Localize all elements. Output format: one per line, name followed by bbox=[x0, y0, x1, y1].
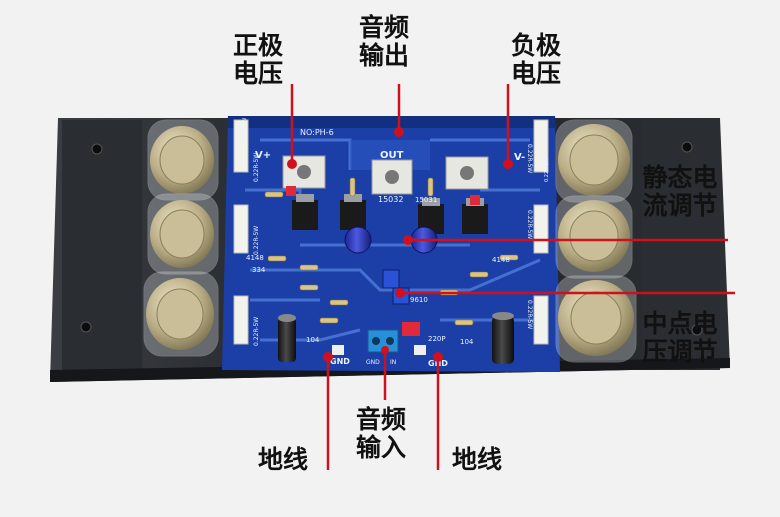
part-334-label: 334 bbox=[252, 266, 266, 274]
small-resistors bbox=[264, 177, 519, 326]
resistor-label-left-mid: 0.22R-5W bbox=[253, 226, 260, 255]
callout-midpoint-voltage: 中点电 压调节 bbox=[642, 309, 718, 366]
gnd-left-label: GND bbox=[330, 357, 350, 366]
resistor-label-top-left: 0.22R-5W bbox=[242, 118, 248, 142]
resistor-label-right-mid: 0.22R-5W bbox=[526, 210, 533, 239]
resistor-label-right-top: 0.22R-5W bbox=[526, 144, 533, 173]
resistor-label-right-bottom: 0.22R-5W bbox=[526, 300, 533, 329]
power-transistors-right bbox=[555, 119, 637, 363]
part-4148-right-label: 4148 bbox=[492, 256, 510, 264]
power-transistors-left bbox=[143, 119, 219, 357]
callout-negative-voltage: 负极 电压 bbox=[510, 31, 561, 88]
screw-hole-icon bbox=[691, 324, 703, 336]
part-9610-label: 9610 bbox=[410, 296, 428, 304]
to3-metal-can-transistor-icon bbox=[143, 271, 219, 357]
electrolytic-capacitor-icon bbox=[278, 318, 296, 362]
input-in-label: IN bbox=[390, 359, 396, 366]
callout-quiescent-current: 静态电 流调节 bbox=[642, 163, 718, 220]
to3-metal-can-transistor-icon bbox=[555, 195, 633, 279]
v-plus-label: V+ bbox=[255, 150, 271, 161]
electrolytic-capacitor-icon bbox=[492, 316, 514, 364]
part-220p-label: 220P bbox=[428, 335, 446, 343]
silkscreen-labels: NO:PH-6 OUT V+ V- 15032 15031 9610 220P … bbox=[242, 118, 550, 368]
part-104-right-label: 104 bbox=[460, 338, 474, 346]
to3-metal-can-transistor-icon bbox=[555, 275, 637, 363]
terminal-blocks bbox=[282, 155, 489, 353]
resistor-label-top-right: 0.22R-5W bbox=[544, 158, 550, 182]
v-minus-label: V- bbox=[514, 152, 525, 163]
mounting-holes bbox=[80, 141, 703, 336]
resistor-label-left-top: 0.22R-5W bbox=[253, 153, 260, 182]
callout-ground-right: 地线 bbox=[451, 445, 502, 474]
board-model-label: NO:PH-6 bbox=[300, 128, 334, 137]
to3-metal-can-transistor-icon bbox=[147, 119, 219, 201]
part-15031-label: 15031 bbox=[415, 196, 437, 204]
screw-hole-icon bbox=[80, 321, 92, 333]
to3-metal-can-transistor-icon bbox=[555, 119, 633, 203]
input-gnd-label: GND bbox=[366, 359, 380, 366]
callout-ground-left: 地线 bbox=[257, 445, 308, 474]
part-4148-left-label: 4148 bbox=[246, 254, 264, 262]
part-15032-label: 15032 bbox=[378, 195, 403, 204]
screw-hole-icon bbox=[681, 141, 693, 153]
resistor-label-left-bottom: 0.22R-5W bbox=[253, 317, 260, 346]
callout-lines bbox=[287, 84, 735, 470]
callout-audio-output: 音频 输出 bbox=[358, 13, 409, 70]
driver-transistors bbox=[292, 194, 488, 234]
screw-hole-icon bbox=[91, 143, 103, 155]
callout-audio-input: 音频 输入 bbox=[355, 405, 406, 462]
trimmer-potentiometer-icon bbox=[382, 269, 400, 289]
electrolytic-capacitor-icon bbox=[344, 226, 372, 254]
callout-positive-voltage: 正极 电压 bbox=[232, 31, 283, 88]
out-label: OUT bbox=[380, 150, 404, 161]
part-104-left-label: 104 bbox=[306, 336, 320, 344]
to3-metal-can-transistor-icon bbox=[147, 193, 219, 275]
